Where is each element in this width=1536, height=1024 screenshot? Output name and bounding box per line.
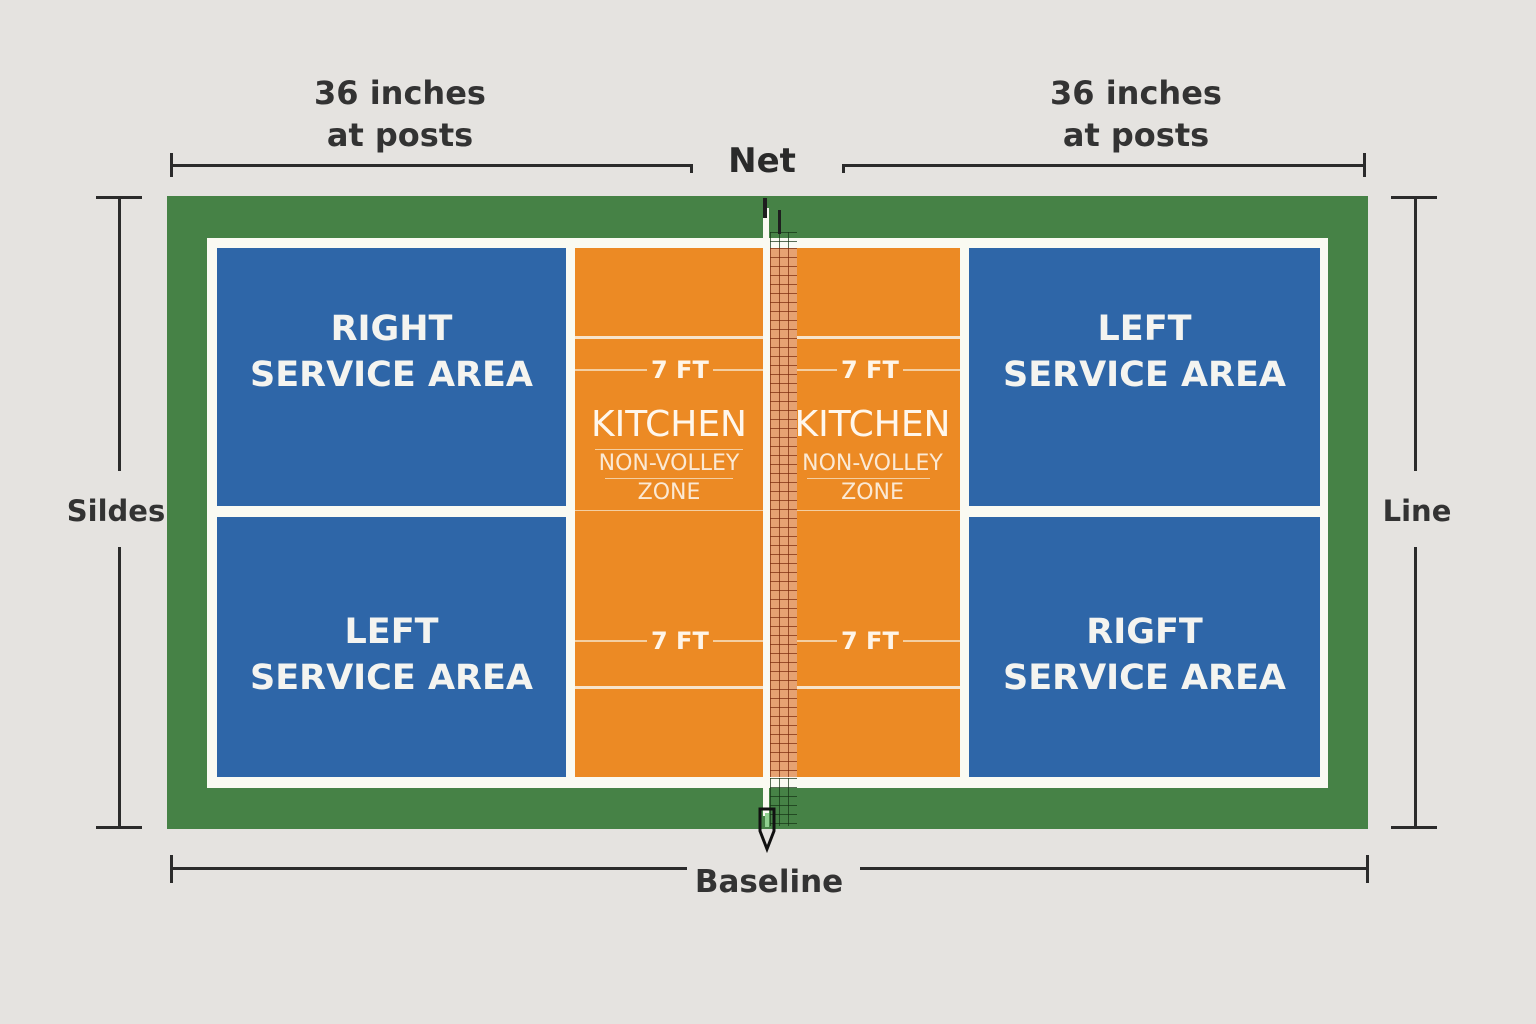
service-area-label-line1: RIGFT	[1086, 612, 1203, 652]
right-side-label: Line	[1382, 494, 1452, 528]
service-area-label-line2: SERVICE AREA	[1003, 658, 1286, 698]
net-post-top-icon	[763, 198, 781, 234]
service-area-label-line2: SERVICE AREA	[250, 658, 533, 698]
kitchen-left-line-top	[575, 336, 763, 339]
top-left-dimension-line	[171, 164, 693, 167]
kitchen-left-subtitle-2: ZONE	[637, 480, 701, 505]
kitchen-right-title: KITCHEN	[794, 404, 951, 445]
top-right-dimension-line1: 36 inches	[1050, 74, 1222, 112]
top-left-dimension-tick-end	[690, 164, 693, 173]
left-dimension-tick-bottom	[96, 826, 142, 829]
service-area-bottom-left: LEFT SERVICE AREA	[217, 517, 566, 777]
net-mesh	[770, 248, 797, 777]
kitchen-left-bottom-measure: 7 FT	[647, 627, 713, 655]
kitchen-right-top-measure: 7 FT	[837, 356, 903, 384]
kitchen-right-line-top	[797, 336, 960, 339]
net-mesh-top-overhang	[770, 232, 797, 248]
service-area-top-left: RIGHT SERVICE AREA	[217, 248, 566, 506]
service-area-bottom-right: RIGFT SERVICE AREA	[969, 517, 1320, 777]
kitchen-left-title: KITCHEN	[591, 404, 747, 445]
kitchen-left-top-measure: 7 FT	[647, 356, 713, 384]
service-area-label-line2: SERVICE AREA	[250, 355, 533, 395]
kitchen-left: 7 FT KITCHEN NON-VOLLEY ZONE 7 FT	[575, 248, 763, 777]
left-side-label: Sildes	[66, 494, 166, 528]
service-area-label-line2: SERVICE AREA	[1003, 355, 1286, 395]
top-right-dimension-tick-end	[1363, 153, 1366, 177]
kitchen-left-title-underline	[595, 449, 743, 450]
baseline-dimension-line-left	[171, 867, 687, 870]
service-area-label-line1: LEFT	[344, 612, 439, 652]
top-left-dimension-line2: at posts	[326, 116, 474, 154]
net-post-bottom-icon	[758, 807, 776, 853]
kitchen-right-bottom-measure: 7 FT	[837, 627, 903, 655]
top-left-dimension-tick-start	[170, 153, 173, 177]
right-dimension-tick-bottom	[1391, 826, 1437, 829]
kitchen-right: 7 FT KITCHEN NON-VOLLEY ZONE 7 FT	[795, 248, 960, 777]
kitchen-left-subtitle-1: NON-VOLLEY	[598, 451, 740, 476]
baseline-label: Baseline	[694, 864, 844, 900]
right-dimension-line-upper	[1414, 197, 1417, 471]
top-right-dimension-line	[842, 164, 1366, 167]
kitchen-left-sub-underline	[605, 478, 733, 479]
net-centerline	[763, 208, 769, 816]
service-area-label-line1: RIGHT	[330, 309, 453, 349]
right-dimension-line-lower	[1414, 547, 1417, 827]
service-area-label-line1: LEFT	[1097, 309, 1192, 349]
baseline-dimension-line-right	[860, 867, 1368, 870]
service-area-top-right: LEFT SERVICE AREA	[969, 248, 1320, 506]
top-left-dimension-label: 36 inches at posts	[250, 72, 550, 156]
kitchen-right-sub-underline	[807, 478, 930, 479]
kitchen-right-midline	[797, 510, 960, 511]
kitchen-right-line-bottom	[797, 686, 960, 689]
kitchen-left-midline	[575, 510, 763, 511]
left-dimension-line-lower	[118, 547, 121, 827]
kitchen-left-line-bottom	[575, 686, 763, 689]
top-right-dimension-line2: at posts	[1062, 116, 1210, 154]
baseline-dimension-tick-end	[1366, 855, 1369, 883]
net-label: Net	[728, 141, 796, 181]
top-left-dimension-line1: 36 inches	[314, 74, 486, 112]
kitchen-right-subtitle-2: ZONE	[841, 480, 904, 505]
top-right-dimension-tick-start	[842, 164, 845, 173]
top-right-dimension-label: 36 inches at posts	[986, 72, 1286, 156]
kitchen-right-subtitle-1: NON-VOLLEY	[802, 451, 943, 476]
left-dimension-line-upper	[118, 197, 121, 471]
